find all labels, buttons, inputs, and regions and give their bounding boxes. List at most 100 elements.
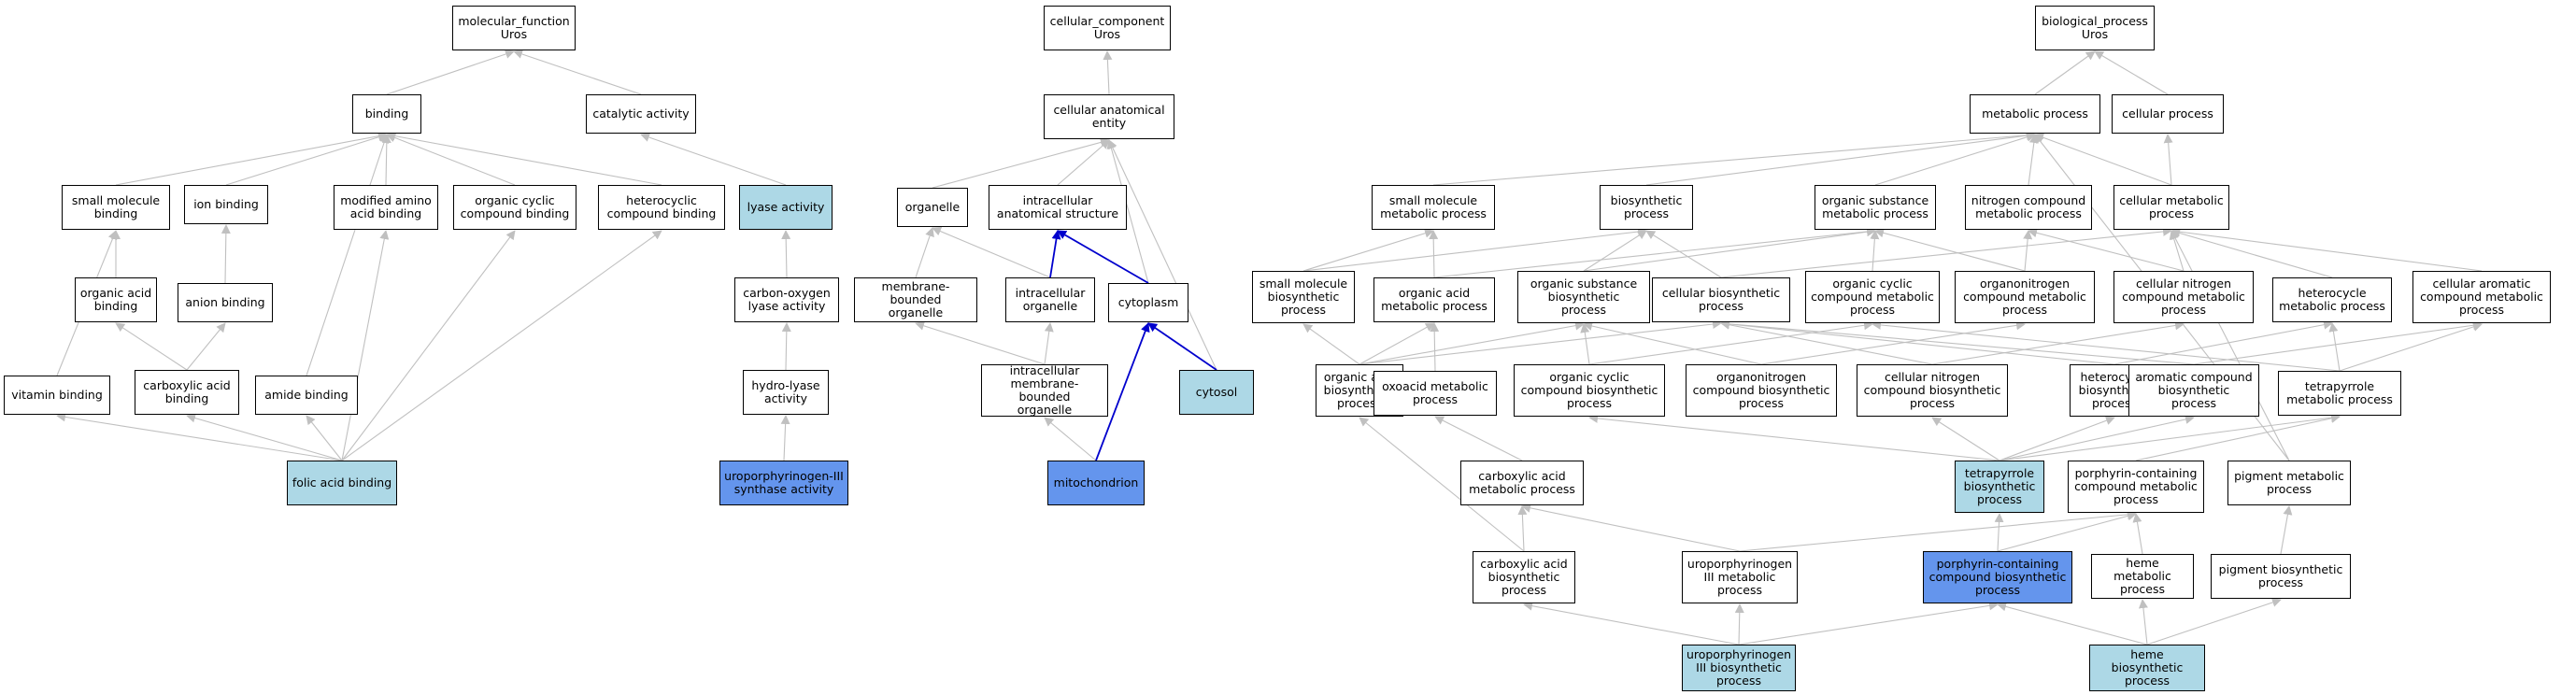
edge-acbp-to-cbp (1720, 319, 2195, 365)
node-modaab[interactable]: modified amino acid binding (334, 185, 438, 230)
node-hcmp[interactable]: heterocycle metabolic process (2272, 277, 2392, 322)
node-occb[interactable]: organic cyclic compound binding (453, 185, 576, 230)
node-cellproc[interactable]: cellular process (2112, 94, 2224, 134)
edge-cbp-to-biosyn (1645, 230, 1722, 278)
node-oab[interactable]: organic acid binding (75, 277, 157, 322)
node-osmp[interactable]: organic substance metabolic process (1815, 185, 1936, 230)
node-pigbp[interactable]: pigment biosynthetic process (2211, 554, 2351, 599)
node-occmp[interactable]: organic cyclic compound metabolic proces… (1805, 271, 1940, 323)
node-amideb[interactable]: amide binding (255, 376, 358, 415)
node-cae[interactable]: cellular anatomical entity (1044, 94, 1174, 139)
edge-hememp-to-pccmp (2132, 513, 2143, 555)
node-mito[interactable]: mitochondrion (1047, 461, 1145, 505)
node-cc[interactable]: cellular_component Uros (1044, 6, 1171, 50)
edge-anionb-to-ionb (221, 224, 231, 284)
edge-smbp-to-biosyn (1302, 227, 1647, 272)
node-cmp[interactable]: cellular metabolic process (2113, 185, 2229, 230)
edge-tpmp-to-hcmp (2328, 322, 2341, 372)
node-tpmp[interactable]: tetrapyrrole metabolic process (2278, 371, 2401, 416)
node-organelle[interactable]: organelle (897, 188, 968, 227)
edge-cacmp-to-cmp (2170, 227, 2483, 272)
edge-occb-to-binding (386, 133, 516, 186)
node-smmp[interactable]: small molecule metabolic process (1372, 185, 1495, 230)
edge-io-to-ias (1049, 230, 1061, 278)
node-smb[interactable]: small molecule binding (62, 185, 170, 230)
node-cbp[interactable]: cellular biosynthetic process (1652, 277, 1790, 322)
node-colyase[interactable]: carbon-oxygen lyase activity (734, 277, 839, 322)
node-oamp[interactable]: organic acid metabolic process (1373, 277, 1495, 322)
node-acbp[interactable]: aromatic compound biosynthetic process (2128, 364, 2259, 417)
node-hemebp[interactable]: heme biosynthetic process (2089, 645, 2205, 691)
edge-oxoamp-to-oamp (1430, 322, 1440, 372)
edge-cyto-to-cae (1106, 139, 1149, 284)
node-cacmp[interactable]: cellular aromatic compound metabolic pro… (2412, 271, 2551, 323)
edge-hcmp-to-cmp (2170, 228, 2333, 278)
edge-cmp-to-cellproc (2163, 134, 2173, 186)
node-cncmp[interactable]: cellular nitrogen compound metabolic pro… (2113, 271, 2254, 323)
node-anionb[interactable]: anion binding (178, 283, 273, 322)
node-occbp[interactable]: organic cyclic compound biosynthetic pro… (1514, 364, 1665, 417)
edge-fab-to-occb (341, 230, 516, 461)
node-oncmp[interactable]: organonitrogen compound metabolic proces… (1955, 271, 2095, 323)
node-pigmp[interactable]: pigment metabolic process (2227, 461, 2351, 505)
node-metproc[interactable]: metabolic process (1970, 94, 2100, 134)
node-tpbp[interactable]: tetrapyrrole biosynthetic process (1955, 461, 2044, 513)
node-ncmp[interactable]: nitrogen compound metabolic process (1965, 185, 2092, 230)
node-uroIIIsyn[interactable]: uroporphyrinogen-III synthase activity (719, 461, 848, 505)
node-oxoamp[interactable]: oxoacid metabolic process (1373, 371, 1497, 416)
node-cabp[interactable]: carboxylic acid biosynthetic process (1473, 551, 1575, 603)
edge-cncbp-to-cncmp (1931, 320, 2185, 365)
edge-tpbp-to-acbp (1999, 415, 2195, 461)
node-camp[interactable]: carboxylic acid metabolic process (1460, 461, 1584, 505)
edge-biosyn-to-metproc (1645, 131, 2036, 186)
edge-fab-to-cab (186, 413, 343, 461)
edge-uroIIImp-to-pccmp (1739, 509, 2137, 552)
edge-catalytic-to-mf (513, 50, 642, 95)
node-uroIIIbp[interactable]: uroporphyrinogen III biosynthetic proces… (1682, 645, 1796, 691)
node-hccb[interactable]: heterocyclic compound binding (598, 185, 725, 230)
edge-fab-to-modaab (341, 230, 390, 461)
node-cab[interactable]: carboxylic acid binding (135, 370, 239, 415)
node-cytosol[interactable]: cytosol (1179, 370, 1254, 415)
edge-cabp-to-camp (1517, 505, 1528, 552)
edge-amideb-to-binding (306, 134, 389, 376)
node-fab[interactable]: folic acid binding (287, 461, 397, 505)
node-io[interactable]: intracellular organelle (1005, 277, 1095, 322)
edge-smb-to-binding (115, 131, 388, 186)
edge-cab-to-anionb (186, 322, 226, 371)
edge-hcbp-to-cbp (1720, 319, 2115, 365)
node-catalytic[interactable]: catalytic activity (586, 94, 696, 134)
edge-uroIIIbp-to-uroIIImp (1734, 603, 1744, 645)
node-hydrolyase[interactable]: hydro-lyase activity (743, 370, 829, 415)
node-imbo[interactable]: intracellular membrane-bounded organelle (981, 364, 1108, 417)
node-pccmp[interactable]: porphyrin-containing compound metabolic … (2068, 461, 2204, 513)
edge-cellproc-to-bp (2094, 50, 2169, 95)
node-ias[interactable]: intracellular anatomical structure (989, 185, 1127, 230)
node-vitb[interactable]: vitamin binding (4, 376, 110, 415)
node-binding[interactable]: binding (352, 94, 421, 134)
node-cncbp[interactable]: cellular nitrogen compound biosynthetic … (1857, 364, 2008, 417)
node-osbp[interactable]: organic substance biosynthetic process (1517, 271, 1650, 323)
edge-ncmp-to-metproc (2028, 134, 2039, 186)
node-uroIIImp[interactable]: uroporphyrinogen III metabolic process (1682, 551, 1798, 603)
node-cyto[interactable]: cytoplasm (1108, 283, 1188, 322)
node-pccbp[interactable]: porphyrin-containing compound biosynthet… (1923, 551, 2072, 603)
node-smbp[interactable]: small molecule biosynthetic process (1252, 271, 1355, 323)
node-hememp[interactable]: heme metabolic process (2091, 554, 2194, 599)
node-mf[interactable]: molecular_function Uros (452, 6, 576, 50)
node-oncbp[interactable]: organonitrogen compound biosynthetic pro… (1686, 364, 1837, 417)
node-bp[interactable]: biological_process Uros (2035, 6, 2155, 50)
edge-ias-to-cae (1057, 139, 1110, 186)
node-mbo[interactable]: membrane-bounded organelle (854, 277, 977, 322)
edge-oamp-to-osmp (1433, 226, 1876, 278)
edge-tpbp-to-tpmp (1999, 413, 2341, 461)
node-ionb[interactable]: ion binding (184, 185, 268, 224)
edge-oamp-to-smmp (1429, 230, 1439, 278)
edge-fab-to-vitb (56, 412, 343, 461)
node-biosyn[interactable]: biosynthetic process (1600, 185, 1693, 230)
edge-uroIIIsyn-to-hydrolyase (780, 415, 790, 461)
edge-oabp-to-oamp (1359, 322, 1435, 365)
edge-tpbp-to-hcbp (1999, 416, 2115, 461)
node-lyase[interactable]: lyase activity (739, 185, 833, 230)
